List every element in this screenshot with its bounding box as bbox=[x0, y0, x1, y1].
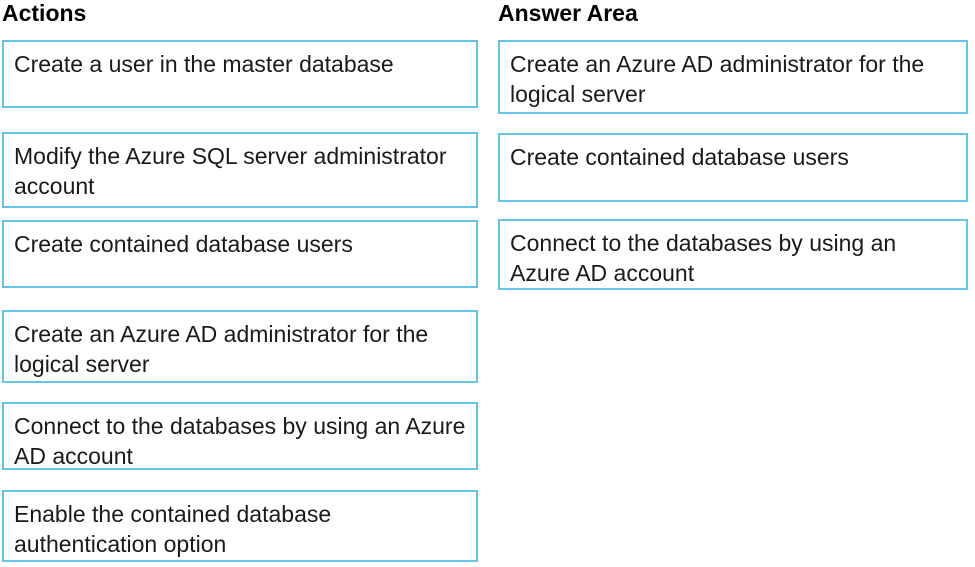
answer-card[interactable]: Create contained database users bbox=[498, 133, 968, 202]
action-card[interactable]: Connect to the databases by using an Azu… bbox=[2, 402, 478, 470]
answer-area-column: Answer Area Create an Azure AD administr… bbox=[498, 0, 968, 290]
action-card[interactable]: Enable the contained database authentica… bbox=[2, 490, 478, 562]
card-label: Create a user in the master database bbox=[14, 51, 394, 77]
actions-header: Actions bbox=[2, 0, 87, 26]
card-label: Create an Azure AD administrator for the… bbox=[510, 51, 925, 107]
action-card[interactable]: Modify the Azure SQL server administrato… bbox=[2, 132, 478, 208]
card-label: Connect to the databases by using an Azu… bbox=[510, 230, 897, 286]
card-label: Create contained database users bbox=[14, 231, 353, 257]
card-label: Create contained database users bbox=[510, 144, 849, 170]
answer-area-header: Answer Area bbox=[498, 0, 638, 26]
actions-column: Actions Create a user in the master data… bbox=[2, 0, 478, 562]
card-label: Enable the contained database authentica… bbox=[14, 501, 332, 557]
card-label: Create an Azure AD administrator for the… bbox=[14, 321, 429, 377]
answer-card[interactable]: Connect to the databases by using an Azu… bbox=[498, 219, 968, 290]
card-label: Modify the Azure SQL server administrato… bbox=[14, 143, 447, 199]
answer-card[interactable]: Create an Azure AD administrator for the… bbox=[498, 40, 968, 114]
action-card[interactable]: Create contained database users bbox=[2, 220, 478, 288]
action-card[interactable]: Create a user in the master database bbox=[2, 40, 478, 108]
action-card[interactable]: Create an Azure AD administrator for the… bbox=[2, 310, 478, 383]
card-label: Connect to the databases by using an Azu… bbox=[14, 413, 466, 469]
